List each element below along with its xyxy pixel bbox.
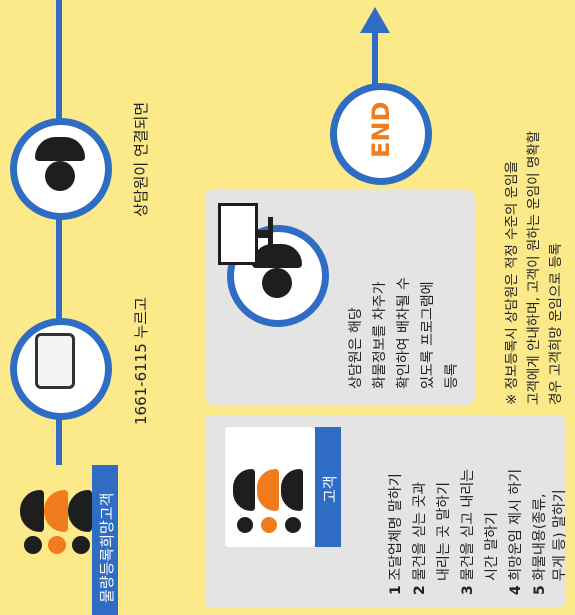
customer-step: 3 물건을 싣고 내리는 xyxy=(460,468,476,595)
agent-panel-line: 상담원은 해당 xyxy=(348,307,364,389)
footnote-line: 경우 고객희망 운임으로 등록 xyxy=(548,243,564,405)
computer-monitor-icon xyxy=(218,203,278,265)
footnote-line: 고객에게 안내하며, 고객이 원하는 운임이 명확할 xyxy=(526,130,542,405)
agent-panel-line: 등록 xyxy=(444,363,460,389)
agent-panel-line: 화물정보를 차주가 xyxy=(372,281,388,390)
customer-step: 무게 등) 말하기 xyxy=(552,489,568,581)
step-connect-text: 상담원이 연결되면 xyxy=(132,101,150,217)
end-label: END xyxy=(367,101,395,158)
people-group-icon xyxy=(20,467,92,557)
customer-label: 고객 xyxy=(321,475,339,503)
phone-circle xyxy=(10,318,112,420)
step-call-text: 1661-6115 누르고 xyxy=(132,297,150,425)
applicant-label: 물량등록희망고객 xyxy=(98,492,116,603)
customer-step: 시간 말하기 xyxy=(484,512,500,581)
customer-panel: 고객 1 조달업체명 말하기 2 물건을 싣는 곳과 내리는 곳 말하기 3 물… xyxy=(205,415,568,607)
arrow-up-icon xyxy=(360,7,390,33)
agent-panel-line: 확인하여 배차될 수 xyxy=(396,277,412,389)
customer-step: 내리는 곳 말하기 xyxy=(436,481,452,581)
customer-group-icon xyxy=(225,427,315,547)
customer-step: 5 화물내용(종류, xyxy=(532,493,548,595)
headset-agent-icon xyxy=(35,137,89,191)
agent-circle xyxy=(10,118,112,220)
smartphone-icon xyxy=(35,333,75,389)
agent-panel-line: 있도록 프로그램에 xyxy=(420,281,436,390)
customer-step: 1 조달업체명 말하기 xyxy=(388,473,404,595)
end-circle: END xyxy=(330,83,432,185)
footnote-line: ※ 정보등록시 상담원은 적정 수준의 운임을 xyxy=(504,161,520,405)
customer-step: 4 희망운임 제시 하기 xyxy=(508,468,524,595)
applicant-box: 물량등록희망고객 xyxy=(0,465,118,615)
customer-step: 2 물건을 싣는 곳과 xyxy=(412,481,428,595)
